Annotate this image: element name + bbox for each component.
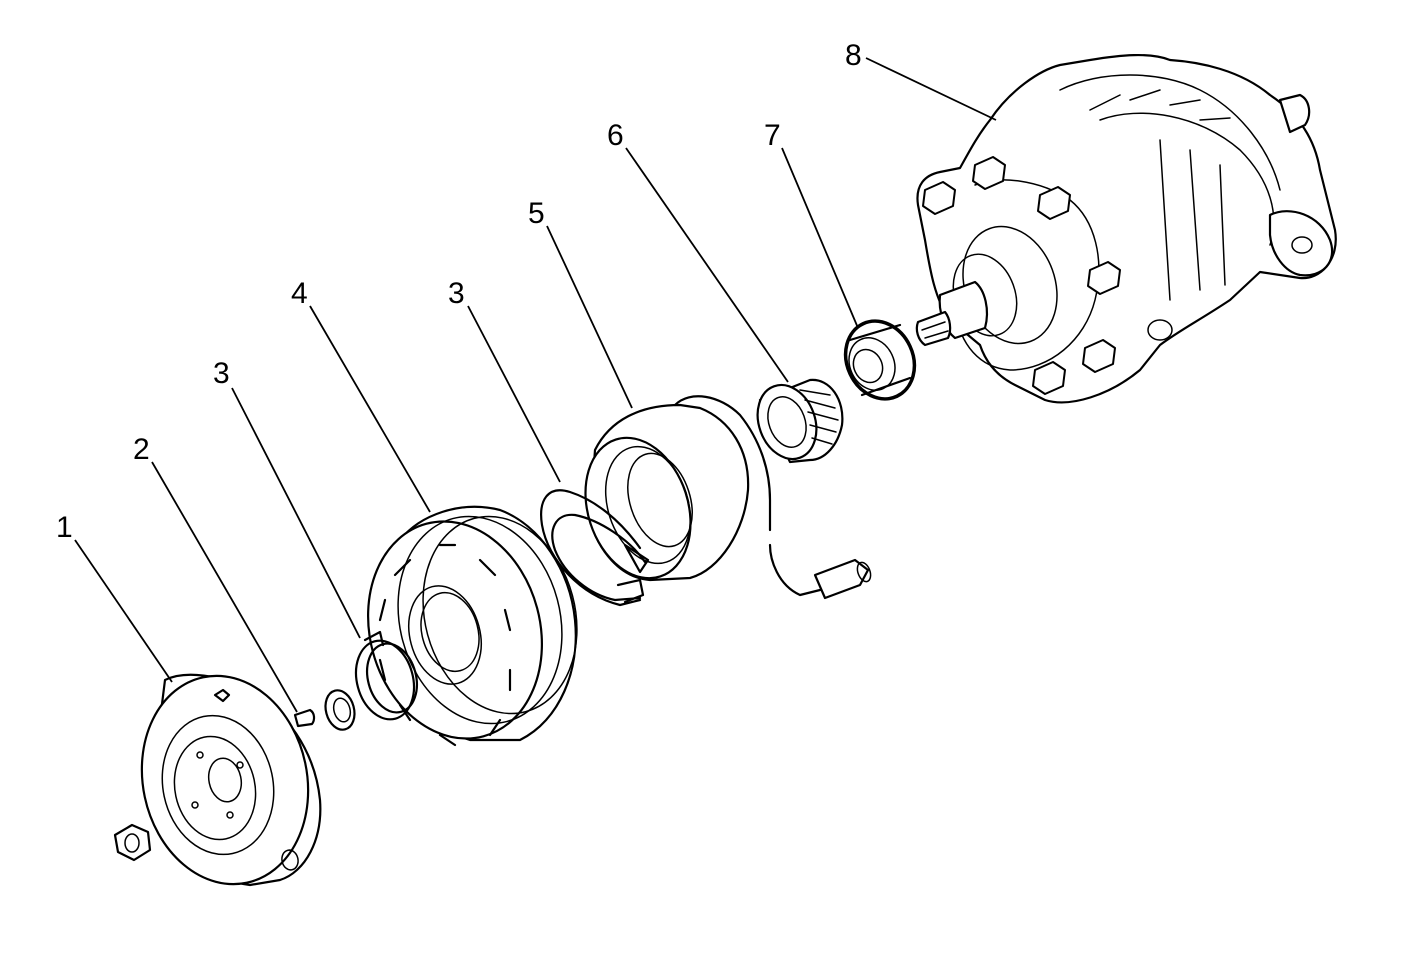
callout-labels: 1 2 3 4 3 5 6 7 8 (56, 39, 862, 544)
callout-4: 4 (291, 277, 308, 310)
callout-5: 5 (528, 197, 545, 230)
callout-1: 1 (56, 511, 73, 544)
key (293, 708, 316, 728)
pulley (367, 505, 578, 747)
snap-ring-large (540, 489, 650, 607)
field-coil (584, 395, 872, 600)
callout-8: 8 (845, 39, 862, 72)
nut (113, 823, 152, 862)
callout-3-lower: 3 (213, 357, 230, 390)
leader-lines (74, 57, 997, 713)
bearing (843, 319, 917, 401)
clutch-plate (140, 673, 322, 887)
compressor-body (915, 54, 1337, 404)
callout-2: 2 (133, 433, 150, 466)
shim-washer (324, 689, 356, 731)
bearing-sleeve (756, 378, 844, 464)
callout-7: 7 (764, 119, 781, 152)
callout-6: 6 (607, 119, 624, 152)
snap-ring-small (354, 630, 418, 721)
callout-3-upper: 3 (448, 277, 465, 310)
